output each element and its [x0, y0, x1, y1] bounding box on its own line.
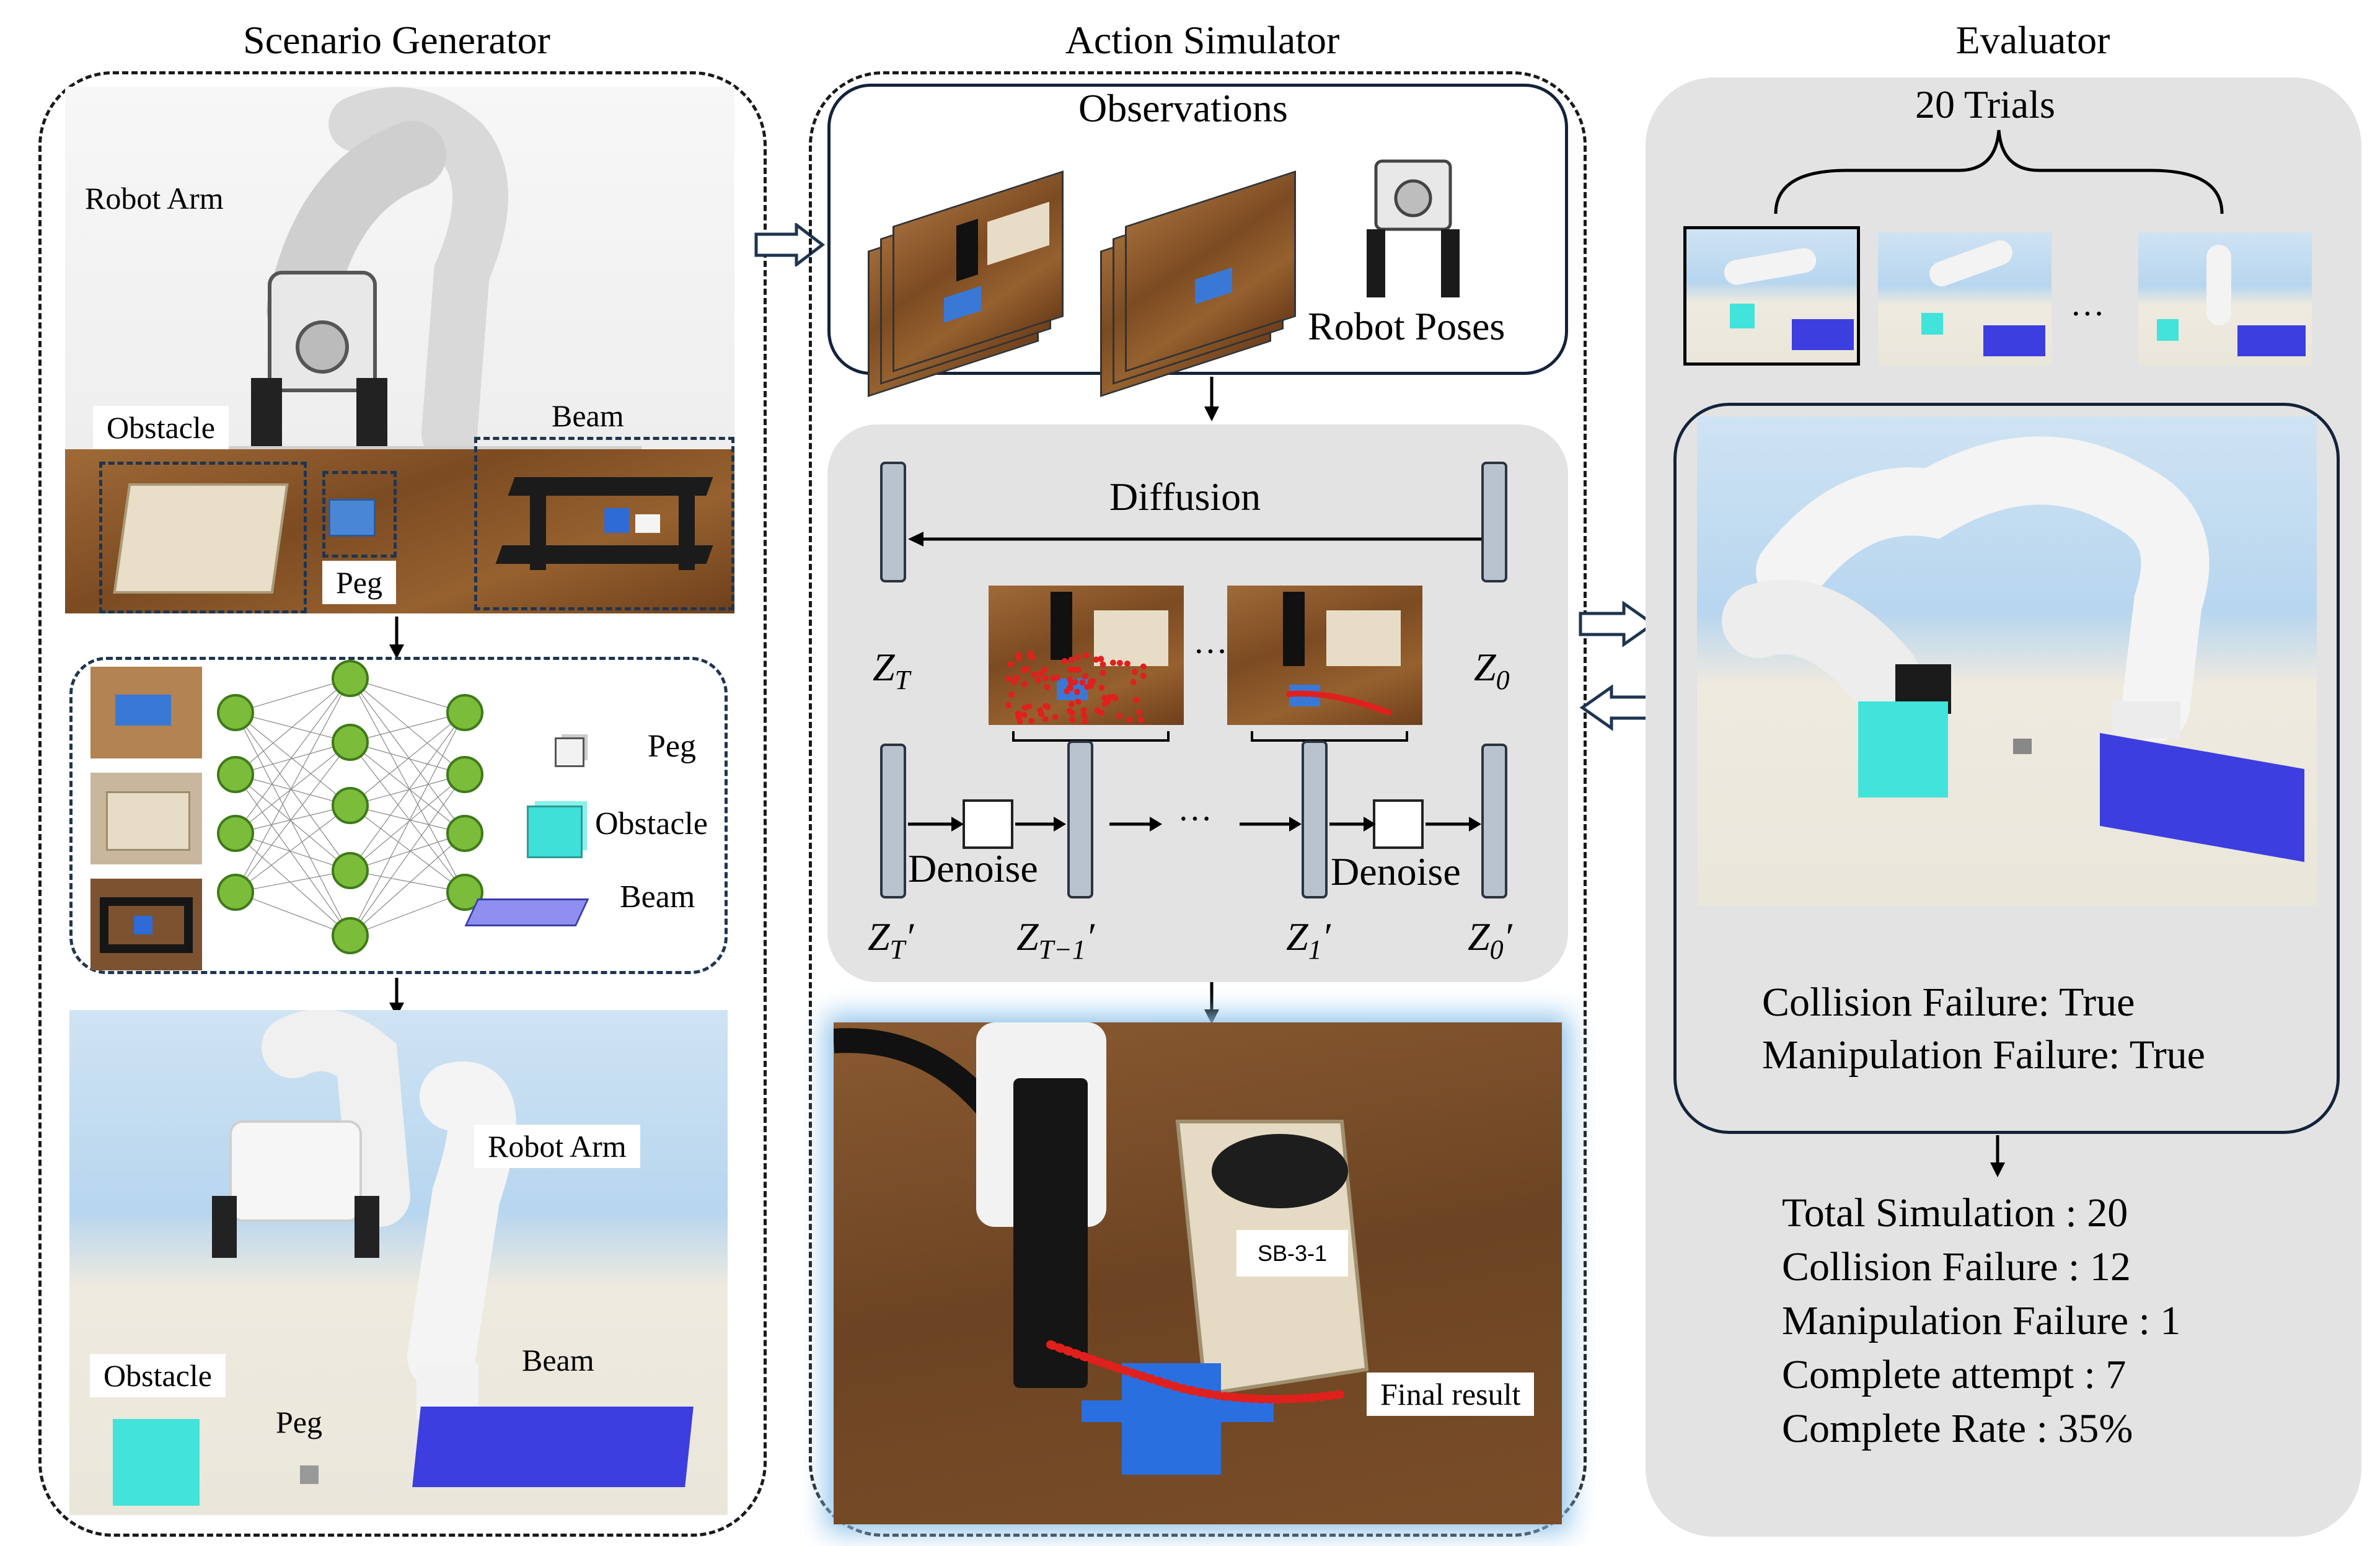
- nn-node: [217, 815, 254, 852]
- z-T-label: ZT: [873, 645, 910, 695]
- nn-node: [217, 694, 254, 731]
- stat-total-simulation: Total Simulation : 20: [1782, 1190, 2128, 1236]
- zp-T-label: ZT′: [868, 915, 914, 965]
- beam-label: Beam: [552, 398, 624, 433]
- nn-node: [332, 917, 369, 954]
- action-simulator-panel: [809, 71, 1587, 1537]
- eval-peg: [2013, 739, 2032, 754]
- legend-obstacle-label: Obstacle: [595, 806, 708, 841]
- eval-obstacle-cube: [1858, 701, 1948, 797]
- collision-failure-text: Collision Failure: True: [1762, 980, 2135, 1025]
- zp-0-label: Z0′: [1468, 915, 1512, 965]
- evaluation-sim-view: [1697, 416, 2317, 906]
- nn-node: [332, 787, 369, 824]
- hollow-arrow-right-2: [1579, 601, 1656, 648]
- z-T-bar: [880, 462, 906, 582]
- arrow-down-4: [1204, 982, 1219, 1024]
- sim-obstacle-cube: [113, 1419, 200, 1506]
- obstacle-dashed-frame: [99, 462, 307, 613]
- nn-node: [332, 724, 369, 761]
- neural-network-box: [69, 657, 728, 974]
- nn-node: [217, 756, 254, 793]
- peg-label: Peg: [322, 561, 396, 604]
- final-result-label: Final result: [1367, 1373, 1535, 1416]
- nn-node: [446, 694, 483, 731]
- legend-beam-label: Beam: [620, 879, 695, 915]
- trials-ellipsis: ···: [2070, 295, 2105, 333]
- final-result-photo: SB-3-1: [834, 1022, 1562, 1524]
- trials-label: 20 Trials: [1915, 82, 2055, 126]
- nn-input-beam-thumb: [90, 879, 202, 970]
- nn-edges: [235, 678, 465, 936]
- sim-beam: [412, 1407, 694, 1487]
- legend-peg-label: Peg: [648, 729, 696, 764]
- trial-thumb-2: [1878, 232, 2052, 366]
- beam-dashed-frame: [474, 437, 734, 610]
- scenario-generator-panel: [38, 71, 767, 1537]
- trial-thumb-1: [1683, 226, 1860, 366]
- evaluator-title: Evaluator: [1955, 18, 2110, 62]
- obstacle-legend-icon: [527, 806, 583, 858]
- arrow-down-1: [389, 617, 404, 659]
- diffusion-arrow: [908, 532, 1481, 547]
- diffusion-panel: [827, 424, 1568, 982]
- denoise-label-1: Denoise: [908, 846, 1038, 890]
- stat-complete-attempt: Complete attempt : 7: [1782, 1352, 2127, 1397]
- manipulation-failure-text: Manipulation Failure: True: [1762, 1032, 2205, 1078]
- diffusion-label: Diffusion: [1109, 475, 1261, 519]
- action-simulator-title: Action Simulator: [1065, 18, 1340, 62]
- zp-T-bar: [880, 744, 906, 898]
- zp-Tm1-label: ZT−1′: [1016, 915, 1095, 965]
- arrow-down-5: [1990, 1135, 2005, 1177]
- nn-node: [332, 852, 369, 889]
- zp-1-bar: [1302, 740, 1328, 898]
- robot-arm-label: Robot Arm: [85, 181, 224, 216]
- real-scene-photo: [65, 87, 734, 613]
- stat-complete-rate: Complete Rate : 35%: [1782, 1406, 2133, 1451]
- peg-legend-icon: [555, 737, 584, 767]
- trial-thumb-20: [2138, 232, 2312, 366]
- stat-manipulation-failure: Manipulation Failure : 1: [1782, 1298, 2181, 1343]
- zp-Tm1-bar: [1067, 740, 1093, 898]
- beam-legend-icon: [464, 898, 589, 926]
- sim-obstacle-label: Obstacle: [90, 1354, 226, 1397]
- arrow-down-2: [389, 978, 404, 1017]
- beam-photo: [493, 459, 728, 601]
- nn-node: [446, 815, 483, 852]
- nn-node: [332, 660, 369, 697]
- sim-peg: [300, 1465, 319, 1484]
- zp-0-bar: [1481, 744, 1507, 898]
- arrow-down-3: [1204, 377, 1219, 421]
- frame-brackets: [1012, 731, 1408, 742]
- nn-input-peg-thumb: [90, 667, 202, 758]
- nn-node: [446, 756, 483, 793]
- denoise-box-2: [1373, 799, 1424, 849]
- observations-label: Observations: [1078, 86, 1288, 130]
- denoised-trajectory-frame: [1227, 586, 1422, 725]
- peg-dashed-frame: [322, 471, 397, 558]
- denoise-label-2: Denoise: [1331, 850, 1461, 894]
- nn-node: [217, 874, 254, 911]
- trials-brace: [1774, 130, 2224, 214]
- obstacle-label: Obstacle: [93, 406, 229, 449]
- sim-peg-label: Peg: [276, 1405, 322, 1439]
- scenario-generator-title: Scenario Generator: [243, 18, 550, 62]
- robot-poses-label: Robot Poses: [1308, 304, 1505, 348]
- sim-beam-label: Beam: [522, 1343, 594, 1377]
- stat-collision-failure: Collision Failure : 12: [1782, 1244, 2131, 1289]
- z-0-label: Z0: [1474, 645, 1510, 695]
- noisy-trajectory-frame: [989, 586, 1184, 725]
- dots-ellipsis-1: ···: [1193, 633, 1228, 671]
- peg-photo: [328, 499, 376, 537]
- robot-pose-gripper: [1367, 159, 1460, 297]
- zp-1-label: Z1′: [1286, 915, 1331, 965]
- z-0-bar: [1481, 462, 1507, 582]
- bin-tag: SB-3-1: [1236, 1230, 1348, 1276]
- dots-ellipsis-2: ···: [1178, 800, 1212, 838]
- evaluation-result-box: [1673, 403, 2340, 1134]
- denoise-chain-arrows: [908, 817, 1481, 832]
- sim-robot-arm-label: Robot Arm: [474, 1125, 640, 1168]
- nn-input-bin-thumb: [90, 773, 202, 864]
- simulated-scene: [69, 1010, 728, 1515]
